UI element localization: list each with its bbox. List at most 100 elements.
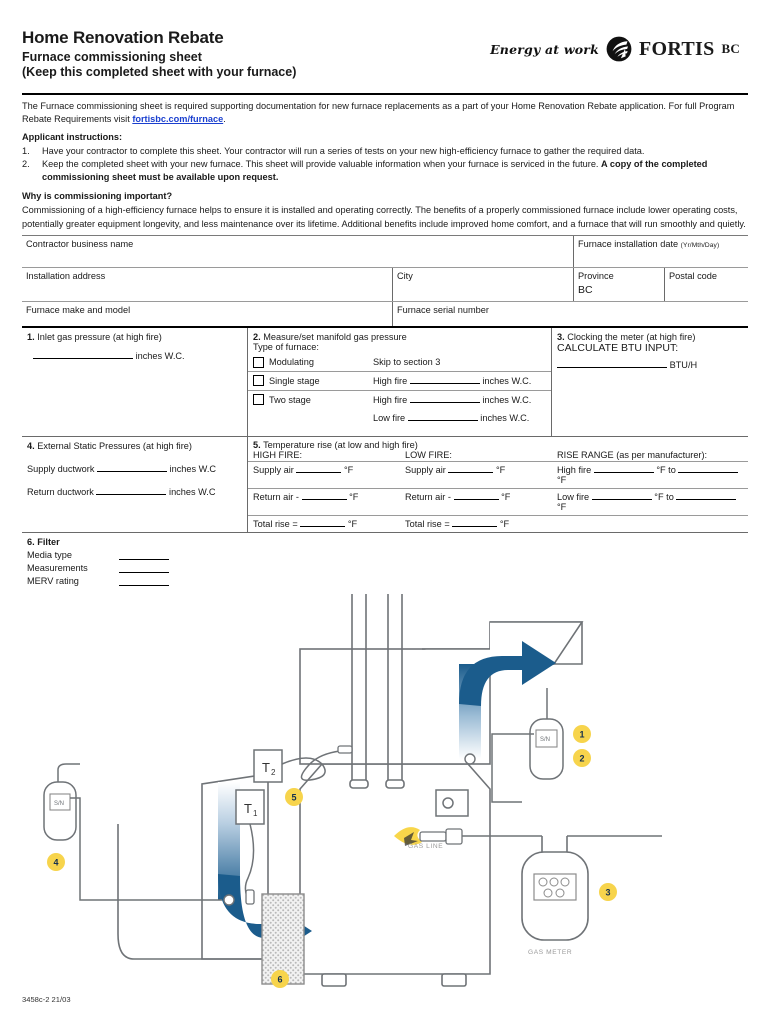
- header-divider: [22, 93, 748, 95]
- field-label: Installation address: [26, 270, 106, 281]
- degree-unit: °F: [499, 518, 510, 529]
- table-row: Furnace make and model Furnace serial nu…: [22, 300, 748, 326]
- gas-line-label: GAS LINE: [408, 843, 443, 850]
- page-title: Home Renovation Rebate: [22, 28, 224, 47]
- section-2-manifold-gas-pressure: 2. Measure/set manifold gas pressure Typ…: [247, 327, 551, 436]
- callout-6: 6: [271, 969, 289, 988]
- section-6-number: 6.: [27, 536, 35, 547]
- rise-range-low-fire-from-input[interactable]: [591, 498, 652, 500]
- section-2-title: Measure/set manifold gas pressure: [263, 331, 407, 342]
- field-city[interactable]: City: [392, 267, 573, 301]
- field-label: Supply ductwork: [27, 463, 95, 474]
- fortisbc-furnace-link[interactable]: fortisbc.com/furnace: [132, 114, 224, 125]
- field-label: Total rise =: [405, 518, 450, 529]
- gas-valve: [435, 788, 469, 817]
- degree-unit: °F: [347, 518, 358, 529]
- field-contractor-business-name[interactable]: Contractor business name: [22, 236, 573, 267]
- field-unit: inches W.C.: [482, 394, 532, 405]
- field-province[interactable]: Province BC: [573, 267, 664, 301]
- section-2-row-two-stage-low: Low fire inches W.C.: [248, 409, 551, 428]
- option-label: Modulating: [269, 357, 314, 368]
- t2-label: T: [262, 760, 270, 775]
- applicant-instructions-heading: Applicant instructions:: [22, 132, 123, 143]
- section-2-row-modulating: Modulating Skip to section 3: [248, 352, 551, 371]
- field-label: High fire: [373, 375, 408, 386]
- diagram-svg: T 2 T 1 S/N: [43, 593, 662, 988]
- filter-media-type-input[interactable]: [119, 558, 169, 560]
- svg-text:3: 3: [605, 887, 610, 897]
- field-unit: inches W.C: [169, 463, 217, 474]
- checkbox-two-stage[interactable]: [253, 394, 264, 406]
- section-5-heading: 5. Temperature rise (at low and high fir…: [248, 437, 748, 450]
- single-stage-choice[interactable]: Single stage: [253, 375, 373, 387]
- field-furnace-installation-date[interactable]: Furnace installation date (Yr/Mth/Day): [573, 235, 748, 267]
- field-label: High fire: [373, 394, 408, 405]
- intro-paragraph: The Furnace commissioning sheet is requi…: [22, 100, 748, 126]
- field-postal-code[interactable]: Postal code: [664, 267, 748, 301]
- single-stage-high-fire-field: High fire inches W.C.: [373, 376, 546, 386]
- two-stage-choice[interactable]: Two stage: [253, 394, 373, 406]
- list-item-number: 2.: [22, 159, 30, 170]
- btu-input-input[interactable]: [557, 366, 667, 368]
- section-1-number: 1.: [27, 331, 35, 342]
- svg-text:S/N: S/N: [540, 737, 550, 743]
- modulating-choice[interactable]: Modulating: [253, 356, 373, 368]
- two-stage-high-fire-field: High fire inches W.C.: [373, 395, 546, 405]
- low-fire-total-rise-input[interactable]: [452, 525, 498, 527]
- rise-range-high-fire-to-input[interactable]: [678, 471, 739, 473]
- return-ductwork-input[interactable]: [96, 493, 167, 495]
- section-1-title: Inlet gas pressure (at high fire): [37, 331, 162, 342]
- filter-media-type-row: Media type: [27, 550, 743, 560]
- list-item-text-bold: A copy of the completed commissioning sh…: [42, 159, 708, 183]
- rise-range-low-fire-field: Low fire °F to °F: [557, 492, 743, 512]
- applicant-instructions-list: 1. Have your contractor to complete this…: [22, 145, 748, 184]
- field-furnace-make-and-model[interactable]: Furnace make and model: [22, 302, 392, 326]
- svg-text:S/N: S/N: [54, 801, 64, 807]
- air-filter: [261, 892, 305, 985]
- field-label: City: [397, 270, 413, 281]
- high-fire-supply-air-input[interactable]: [296, 471, 342, 473]
- filter-merv-rating-input[interactable]: [119, 584, 169, 586]
- manometer-1-2: S/N: [491, 687, 564, 803]
- rise-range-low-fire-to-input[interactable]: [676, 498, 737, 500]
- why-commissioning-heading: Why is commissioning important?: [22, 191, 173, 202]
- field-installation-address[interactable]: Installation address: [22, 268, 392, 301]
- field-value: BC: [578, 283, 593, 296]
- supply-ductwork-input[interactable]: [96, 470, 167, 472]
- section-5-temperature-rise: 5. Temperature rise (at low and high fir…: [247, 436, 748, 532]
- section-4-heading: 4. External Static Pressures (at high fi…: [27, 441, 242, 451]
- intro-section: The Furnace commissioning sheet is requi…: [22, 95, 748, 231]
- callout-3: 3: [599, 882, 617, 901]
- section-4-external-static-pressures: 4. External Static Pressures (at high fi…: [22, 437, 247, 532]
- checkbox-modulating[interactable]: [253, 356, 264, 368]
- low-fire-supply-air-input[interactable]: [448, 471, 494, 473]
- inlet-gas-pressure-input[interactable]: [33, 357, 133, 359]
- rise-range-high-fire-from-input[interactable]: [593, 471, 654, 473]
- high-fire-total-rise-field: Total rise = °F: [253, 519, 405, 529]
- field-furnace-serial-number[interactable]: Furnace serial number: [392, 301, 748, 326]
- high-fire-return-air-input[interactable]: [301, 498, 347, 500]
- gas-meter: GAS METER: [521, 850, 589, 956]
- two-stage-low-fire-input[interactable]: [407, 420, 478, 422]
- checkbox-single-stage[interactable]: [253, 375, 264, 387]
- column-header-low-fire: LOW FIRE:: [405, 449, 452, 460]
- filter-measurements-input[interactable]: [119, 571, 169, 573]
- manometer-4: S/N: [43, 762, 222, 901]
- high-fire-total-rise-input[interactable]: [300, 525, 346, 527]
- two-stage-high-fire-input[interactable]: [409, 401, 480, 403]
- fortisbc-logo: Energy at work FORTIS BC: [490, 28, 740, 62]
- list-item: 1. Have your contractor to complete this…: [22, 145, 748, 158]
- low-fire-return-air-input[interactable]: [453, 498, 499, 500]
- low-fire-return-air-field: Return air - °F: [405, 492, 557, 502]
- section-3-clocking-the-meter: 3. Clocking the meter (at high fire) CAL…: [551, 327, 748, 436]
- field-label: Media type: [27, 549, 72, 560]
- filter-measurements-row: Measurements: [27, 563, 743, 573]
- callout-4: 4: [47, 852, 65, 871]
- single-stage-high-fire-input[interactable]: [409, 382, 480, 384]
- section-5-row-total-rise: Total rise = °F Total rise = °F: [248, 516, 748, 532]
- section-4-number: 4.: [27, 440, 35, 451]
- list-item-text: Keep the completed sheet with your new f…: [42, 158, 748, 184]
- sections-1-2-3: 1. Inlet gas pressure (at high fire) inc…: [22, 325, 748, 436]
- field-mid-label: °F to: [654, 491, 674, 502]
- degree-unit: °F: [343, 464, 354, 475]
